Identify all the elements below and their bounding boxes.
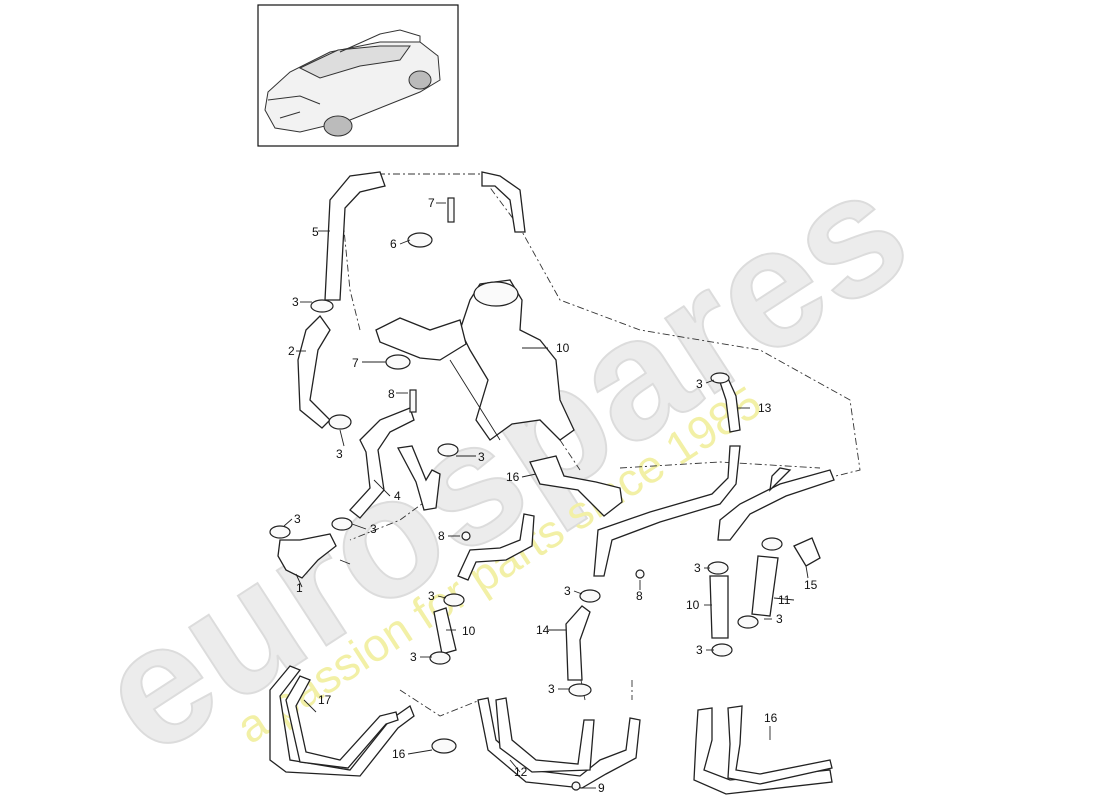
clamp-ring (310, 299, 334, 313)
clamp-ring (579, 589, 601, 603)
callout-14: 12 (514, 765, 528, 779)
callout-8: 8 (438, 529, 445, 543)
callout-1: 1 (296, 581, 303, 595)
callout-3: 3 (478, 450, 485, 464)
leader-lines (283, 202, 809, 789)
callout-17: 17 (318, 693, 332, 707)
callout-7: 7 (428, 196, 435, 210)
vehicle-thumbnail (257, 4, 459, 147)
clamps (269, 197, 783, 791)
callout-8: 8 (636, 589, 643, 603)
hose-2 (297, 314, 331, 429)
hose-8-left (457, 513, 535, 581)
callout-3: 3 (694, 561, 701, 575)
clamp-ring (437, 443, 459, 457)
clamp-ring (407, 232, 433, 248)
callout-10: 11 (778, 593, 791, 607)
callout-12: 14 (536, 623, 550, 637)
hose-12 (565, 605, 591, 681)
callout-3: 3 (696, 377, 703, 391)
callout-5: 5 (312, 225, 319, 239)
clamp-ring (710, 372, 730, 384)
callout-labels: 5 7 6 3 2 7 8 10 3 3 4 3 3 1 8 16 3 13 8… (288, 196, 818, 795)
clamp-ring (328, 414, 352, 430)
clamp-ring (269, 525, 291, 539)
hose-10-right (709, 555, 779, 639)
clamp-ring (429, 651, 451, 665)
nut (571, 781, 581, 791)
callout-3: 3 (696, 643, 703, 657)
car-icon (264, 29, 441, 137)
callout-3: 3 (428, 589, 435, 603)
callout-6: 7 (352, 356, 359, 370)
callout-4: 4 (394, 489, 401, 503)
clamp-ring (707, 561, 729, 575)
callout-3: 3 (548, 682, 555, 696)
callout-13: 15 (804, 578, 818, 592)
callout-3: 3 (294, 512, 301, 526)
clamp-ring (737, 615, 759, 629)
callout-11: 13 (758, 401, 772, 415)
callout-2: 2 (288, 344, 295, 358)
clamp-ring (568, 683, 592, 697)
clamp-ring (711, 643, 733, 657)
pump-9 (375, 279, 575, 441)
callout-3: 3 (776, 612, 783, 626)
clamp-ring (331, 517, 353, 531)
callout-10: 10 (462, 624, 476, 638)
callout-3: 3 (336, 447, 343, 461)
callout-9: 10 (556, 341, 570, 355)
callout-6: 6 (390, 237, 397, 251)
callout-15: 16 (392, 747, 406, 761)
clamp-ring (761, 537, 783, 551)
hose-4 (349, 407, 441, 519)
nut (635, 569, 645, 579)
pipe-13 (717, 467, 835, 567)
hose-17 (269, 665, 415, 777)
hose-11 (593, 373, 741, 577)
callout-16: 16 (506, 470, 520, 484)
callout-3: 3 (410, 650, 417, 664)
callout-3: 3 (370, 522, 377, 536)
callout-7: 8 (388, 387, 395, 401)
callout-3: 3 (564, 584, 571, 598)
bolt (409, 389, 417, 413)
hose-14 (477, 697, 641, 789)
watermark: eurospares a passion for parts since 198… (66, 131, 940, 792)
hose-10-left (433, 607, 457, 655)
hose-1 (277, 533, 337, 579)
bolt (447, 197, 455, 223)
callout-16: 16 (764, 711, 778, 725)
hose-5 (324, 171, 526, 301)
clamp-ring (443, 593, 465, 607)
callout-8: 9 (598, 781, 605, 795)
callout-10: 10 (686, 598, 700, 612)
callout-3: 3 (292, 295, 299, 309)
clamp-ring (385, 354, 411, 370)
hose-16-right (693, 705, 833, 795)
nut (461, 531, 471, 541)
clamp-ring (431, 738, 457, 754)
watermark-brand: eurospares (67, 132, 939, 791)
bracket-16-left (529, 455, 623, 517)
